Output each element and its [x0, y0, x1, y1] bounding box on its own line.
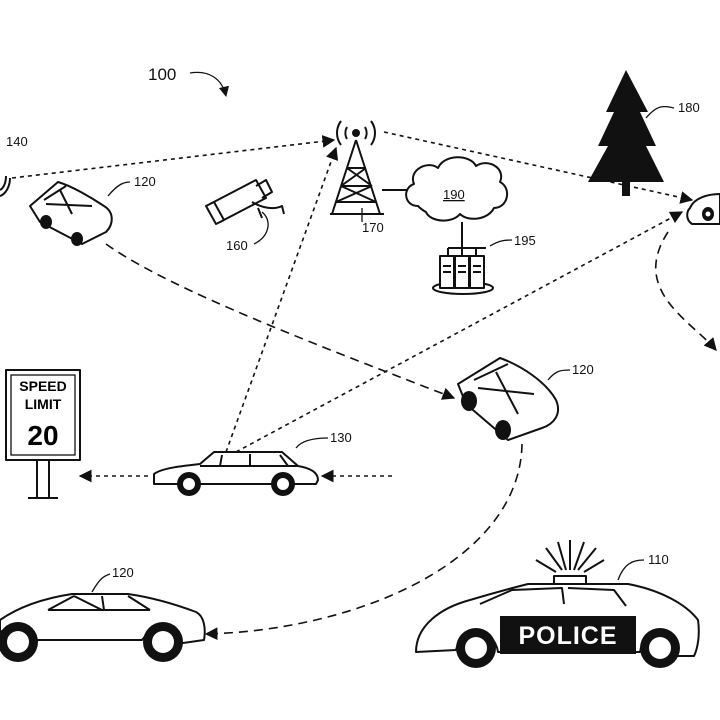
police-text: POLICE — [518, 622, 617, 650]
traffic-camera — [206, 180, 284, 224]
sign-value: 20 — [27, 420, 58, 451]
speed-limit-sign: SPEED LIMIT 20 — [6, 370, 80, 498]
link-sign-to-tower — [12, 140, 334, 178]
path-right-vehicle-down — [656, 232, 716, 350]
path-vehicle-a-to-vehicle-b — [106, 244, 454, 398]
cloud-label: 190 — [443, 187, 465, 202]
links — [12, 132, 716, 634]
server-rack — [433, 222, 493, 294]
label-camera: 160 — [226, 238, 248, 253]
figure-number: 100 — [148, 65, 176, 84]
right-edge-vehicle — [687, 194, 720, 224]
vehicle-a — [30, 182, 112, 246]
label-vehicle-a: 120 — [134, 174, 156, 189]
tree — [588, 70, 664, 196]
sign-line-2: LIMIT — [25, 396, 62, 412]
label-sign: 140 — [6, 134, 28, 149]
vehicle-b — [458, 358, 558, 440]
label-servers: 195 — [514, 233, 536, 248]
sign-line-1: SPEED — [19, 378, 66, 394]
cell-tower — [330, 121, 384, 214]
label-vehicle-b: 120 — [572, 362, 594, 377]
label-vehicle-c: 120 — [112, 565, 134, 580]
roadside-sign-edge — [0, 176, 10, 196]
subject-vehicle — [154, 452, 318, 496]
label-tower: 170 — [362, 220, 384, 235]
vehicle-c — [0, 594, 205, 662]
figure-label: 100 — [148, 65, 226, 96]
figure-arrow — [190, 72, 226, 96]
label-tree: 180 — [678, 100, 700, 115]
label-police-vehicle: 110 — [648, 552, 669, 567]
label-subject-vehicle: 130 — [330, 430, 352, 445]
